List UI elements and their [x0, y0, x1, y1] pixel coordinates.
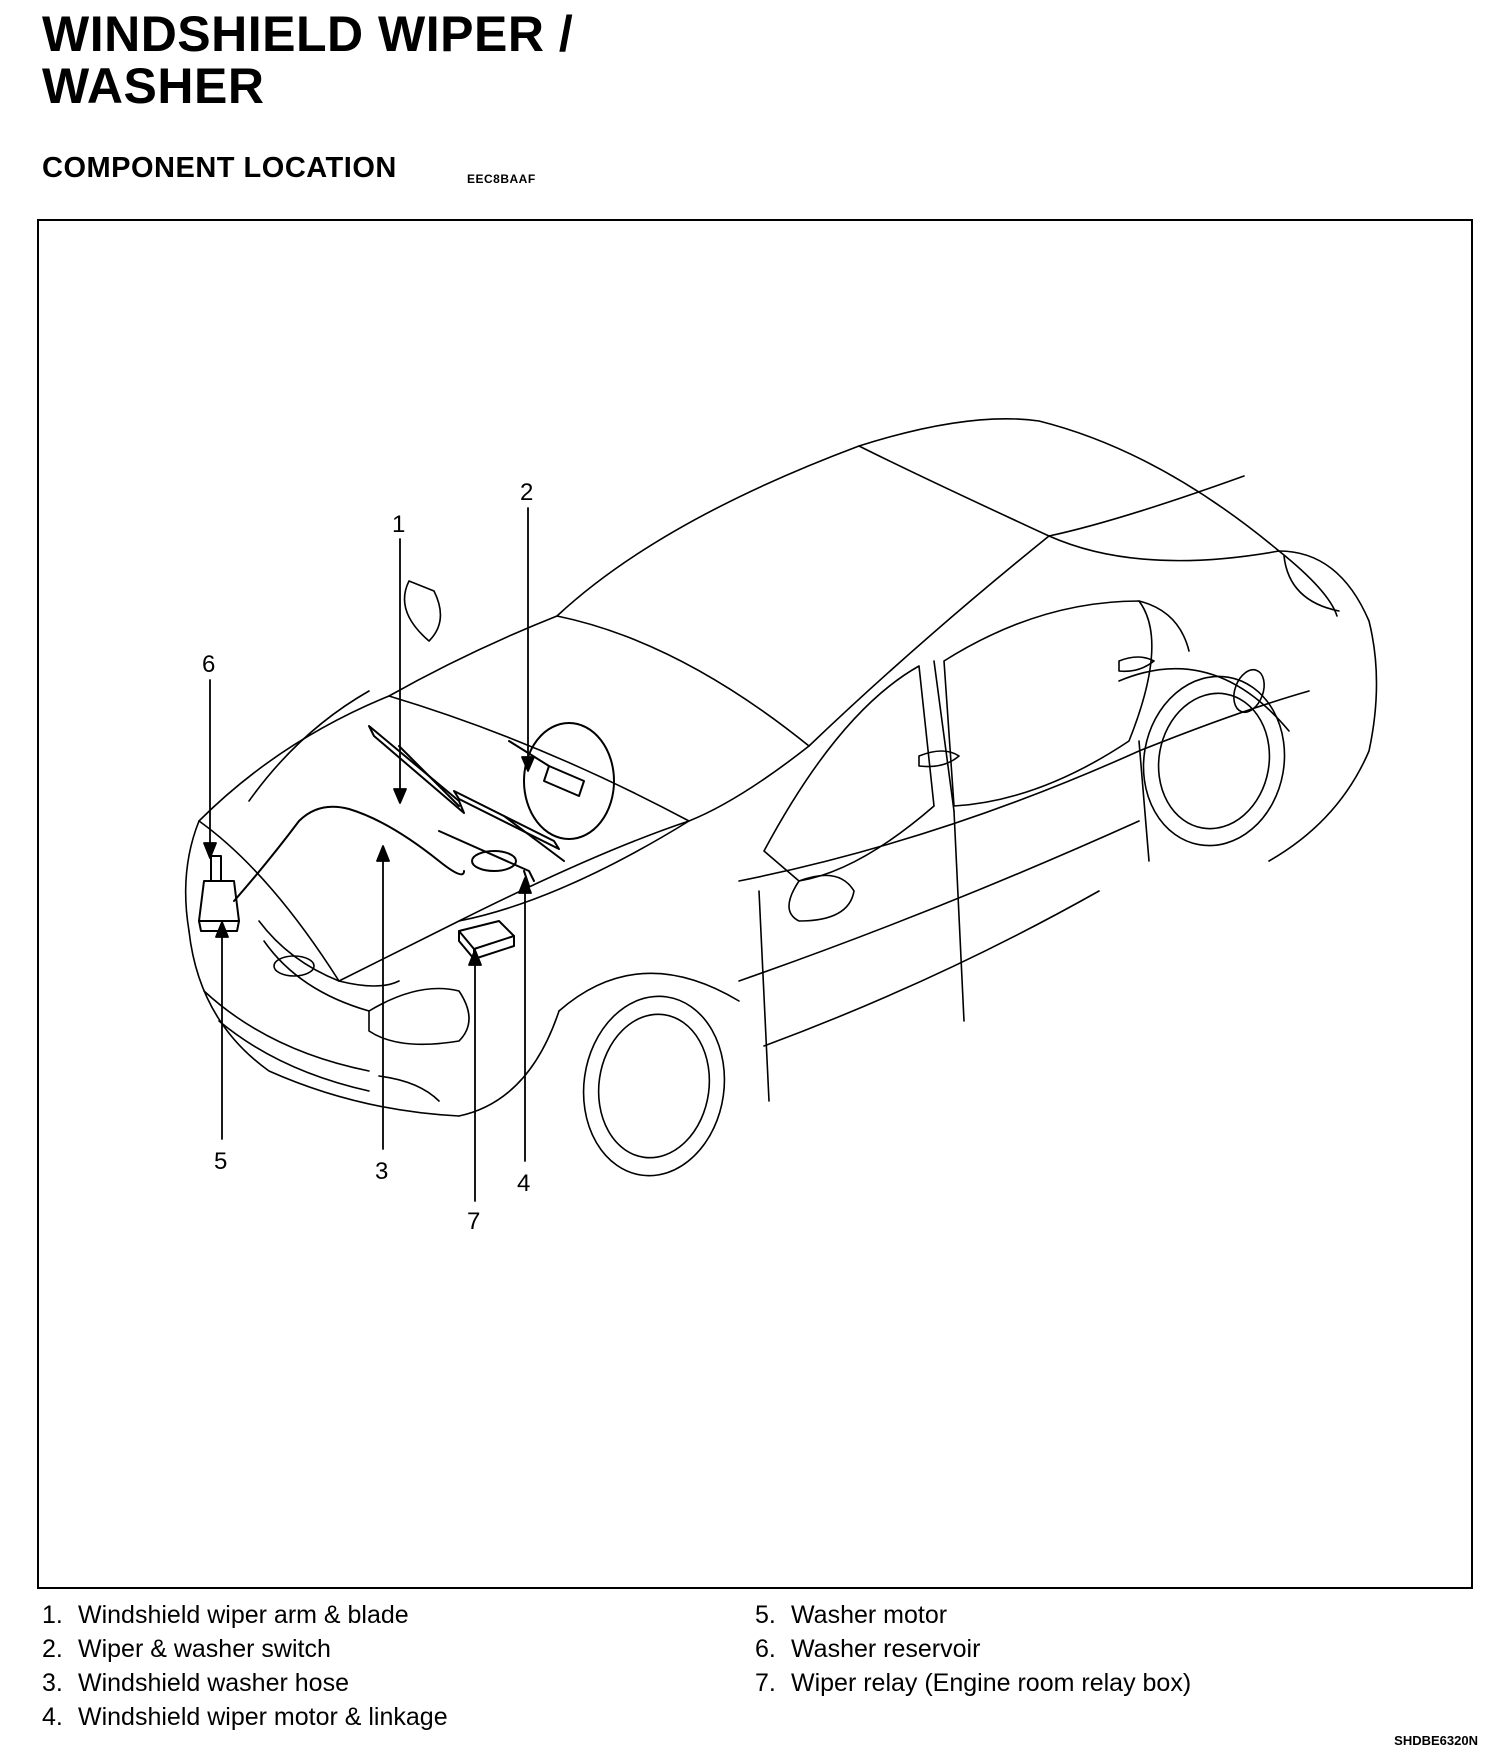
legend-item-2: 2.Wiper & washer switch: [42, 1635, 331, 1663]
section-code: EEC8BAAF: [467, 172, 536, 186]
car-outline: [184, 417, 1378, 1177]
legend-item-4: 4.Windshield wiper motor & linkage: [42, 1703, 448, 1731]
legend-item-6: 6.Washer reservoir: [755, 1635, 981, 1663]
callout-3: 3: [375, 1158, 388, 1185]
legend-item-5: 5.Washer motor: [755, 1601, 948, 1629]
callout-4: 4: [517, 1170, 530, 1197]
car-diagram: 1 2 3 4 5 6 7: [184, 417, 1378, 1235]
legend-left: 1.Windshield wiper arm & blade 2.Wiper &…: [42, 1598, 448, 1734]
legend-item-3: 3.Windshield washer hose: [42, 1669, 349, 1697]
callout-6: 6: [202, 651, 215, 678]
callout-5: 5: [214, 1148, 227, 1175]
title-line-2: WASHER: [42, 58, 265, 114]
figure-code: SHDBE6320N: [1394, 1733, 1478, 1748]
page-title: WINDSHIELD WIPER / WASHER: [42, 8, 573, 112]
legend-item-7: 7.Wiper relay (Engine room relay box): [755, 1669, 1192, 1697]
callout-numbers: 1 2 3 4 5 6 7: [202, 479, 533, 1235]
callout-2: 2: [520, 479, 533, 506]
callout-7: 7: [467, 1208, 480, 1235]
callout-1: 1: [392, 511, 405, 538]
legend-right: 5.Washer motor 6.Washer reservoir 7.Wipe…: [755, 1598, 1191, 1700]
legend-item-1: 1.Windshield wiper arm & blade: [42, 1601, 409, 1629]
title-line-1: WINDSHIELD WIPER /: [42, 6, 574, 62]
section-title: COMPONENT LOCATION: [42, 152, 397, 184]
leader-lines: [203, 507, 535, 1202]
wiper-components: [198, 722, 615, 960]
diagram-frame: 1 2 3 4 5 6 7: [37, 219, 1473, 1589]
